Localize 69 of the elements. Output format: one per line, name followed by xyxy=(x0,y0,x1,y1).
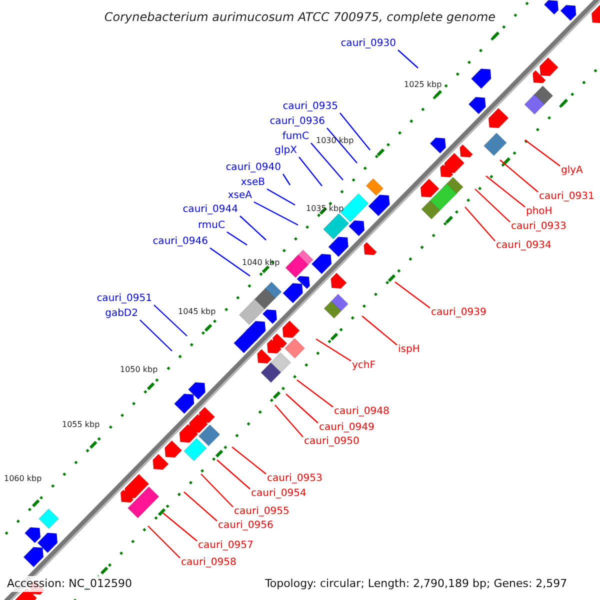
leader-line xyxy=(362,316,398,346)
leader-line xyxy=(226,232,248,246)
gene-label: cauri_0950 xyxy=(304,436,360,448)
gene-label: glyA xyxy=(561,165,583,177)
gene-label: cauri_0935 xyxy=(282,101,338,113)
gene-label: cauri_0948 xyxy=(334,406,390,418)
scale-label: 1040 kbp xyxy=(242,258,280,268)
scale-label: 1025 kbp xyxy=(404,80,442,90)
gene-label: cauri_0930 xyxy=(340,38,396,50)
title: Corynebacterium aurimucosum ATCC 700975, complete genome xyxy=(103,10,497,24)
scale-label: 1045 kbp xyxy=(178,307,216,317)
leader-line xyxy=(240,216,266,240)
leader-line xyxy=(296,380,334,408)
gene-label: cauri_0956 xyxy=(218,520,274,532)
leader-line xyxy=(524,140,560,166)
leader-line xyxy=(184,492,218,522)
scale-label: 1060 kbp xyxy=(4,474,42,484)
leader-line xyxy=(154,304,188,336)
gene-label: phoH xyxy=(526,206,552,218)
gene-label: xseB xyxy=(240,177,265,189)
gene-label: cauri_0934 xyxy=(496,240,552,252)
gene-label: glpX xyxy=(274,145,297,157)
scale-label: 1055 kbp xyxy=(62,420,100,430)
leader-line xyxy=(254,201,298,226)
leader-line xyxy=(140,320,172,352)
leader-line xyxy=(286,394,318,424)
gene-label: cauri_0955 xyxy=(234,506,290,518)
gene-label: cauri_0946 xyxy=(152,236,208,248)
leader-line xyxy=(394,282,430,308)
leader-line xyxy=(316,338,352,362)
leader-line xyxy=(232,446,266,474)
gene-label: cauri_0936 xyxy=(270,116,325,128)
gene-label: ispH xyxy=(398,344,420,356)
leader-line xyxy=(216,460,250,490)
gene-label: cauri_0951 xyxy=(96,293,152,305)
gene-label: cauri_0958 xyxy=(181,557,236,569)
leader-line xyxy=(162,512,198,542)
leader-line xyxy=(148,526,180,558)
leader-line xyxy=(282,174,290,186)
leader-line xyxy=(474,188,510,222)
leader-line xyxy=(500,160,538,192)
leader-line xyxy=(464,206,496,242)
gene-label: fumC xyxy=(282,131,309,143)
gene-label: rmuC xyxy=(198,220,225,232)
leader-line xyxy=(398,50,418,68)
gene-label: cauri_0949 xyxy=(319,422,374,434)
leader-line xyxy=(274,404,304,438)
gene-label: cauri_0957 xyxy=(198,540,254,552)
gene-label: cauri_0953 xyxy=(267,473,322,485)
scale-label: 1035 kbp xyxy=(306,204,344,214)
gene-label: cauri_0940 xyxy=(226,162,281,174)
leader-line xyxy=(200,474,234,508)
leader-line xyxy=(266,188,296,206)
leader-line xyxy=(310,142,344,180)
gene-label: cauri_0931 xyxy=(539,191,594,203)
gene-label: cauri_0939 xyxy=(431,307,486,319)
gene-label: cauri_0954 xyxy=(251,488,306,500)
gene-label: cauri_0933 xyxy=(511,221,566,233)
gene-label: xseA xyxy=(228,190,252,202)
leader-line xyxy=(486,176,526,208)
leader-line xyxy=(298,156,322,186)
scale-label: 1030 kbp xyxy=(316,136,354,146)
gene-label: cauri_0944 xyxy=(182,204,238,216)
scale-label: 1050 kbp xyxy=(120,365,158,375)
leader-line xyxy=(210,248,250,276)
gene-label: ychF xyxy=(352,360,376,372)
leader-line xyxy=(340,112,370,150)
leader-line xyxy=(326,128,358,164)
gene-label: gabD2 xyxy=(105,308,138,320)
